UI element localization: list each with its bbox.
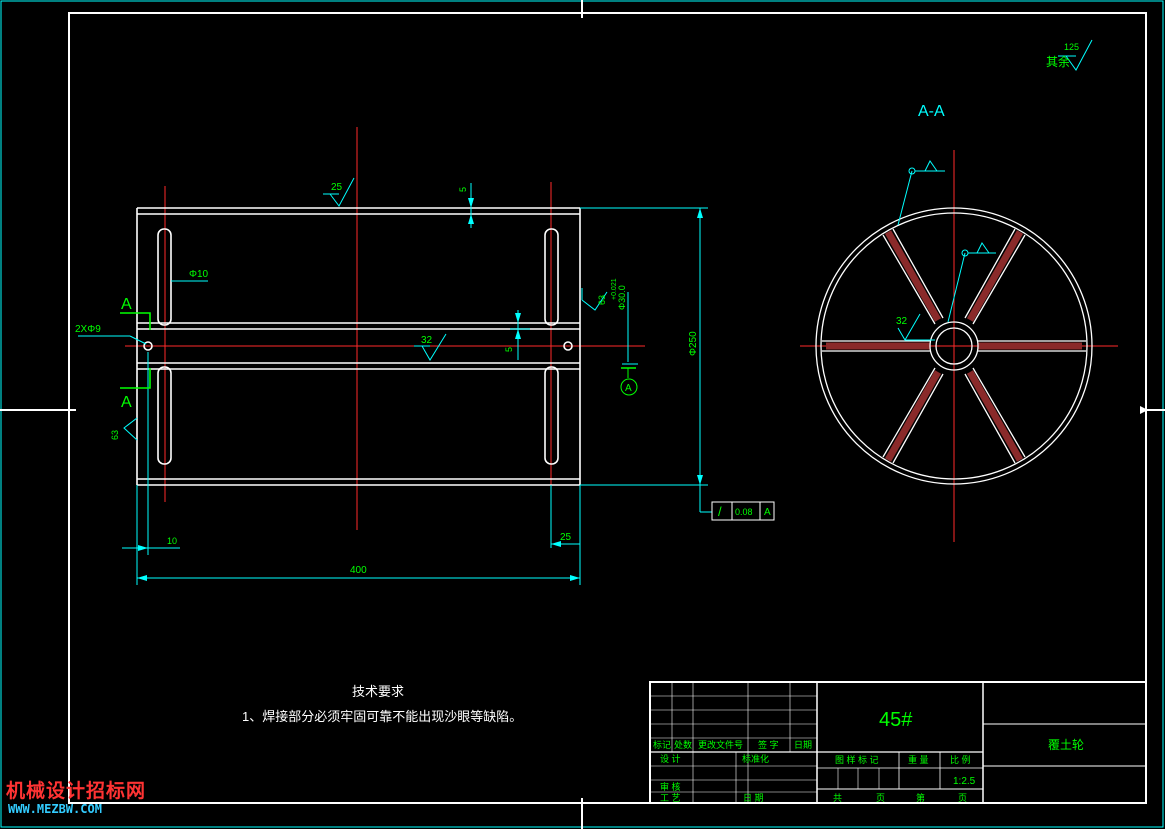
dim-left-offset-label: 10 [167,536,177,546]
spoke-fills [826,230,1082,462]
datum-marker [620,367,638,396]
dim-shaft-label: Φ10 [189,269,209,280]
drawing-labels: A-A 其余 125 25 32 63 63 32 5 Φ10 +0.021 Φ… [75,42,1079,576]
datum-label: A [625,383,632,394]
watermark-site: 机械设计招标网 [6,780,147,802]
tech-note: 1、焊接部分必须牢固可靠不能出现沙眼等缺陷。 [242,709,522,724]
circularity-symbol: / [718,504,722,519]
tech-heading: 技术要求 [352,684,404,699]
dim-diameter-label: Φ250 [688,331,699,356]
section-mark-bottom: A [121,394,132,411]
surface-other-label: 其余 [1046,54,1070,69]
row-date: 日 期 [743,793,764,803]
dim-right-offset-label: 25 [560,532,572,543]
dim-length-label: 400 [350,565,367,576]
section-cut-marks [120,312,151,389]
roughness-section-value: 32 [896,316,908,327]
tolerance-frame [711,501,775,521]
header-count: 处数 [674,739,692,750]
header-sign: 签 字 [758,739,779,750]
row-design: 设 计 [660,753,681,764]
footer-total: 共 [833,793,842,803]
material-label: 45# [879,709,913,731]
row-check: 审 核 [660,781,681,792]
scale-value: 1:2.5 [953,776,976,787]
technical-requirements: 技术要求 1、焊接部分必须牢固可靠不能出现沙眼等缺陷。 [242,684,522,724]
section-title: A-A [918,103,945,120]
dimension-arrows [137,198,703,581]
circularity-datum: A [764,507,771,518]
centerlines [125,127,645,530]
header-weight: 重 量 [908,754,929,765]
wheel-outline [815,207,1093,485]
dim-holes-label: 2XΦ9 [75,324,101,335]
section-mark-top: A [121,296,132,313]
header-scale: 比 例 [950,754,971,765]
dim-bore-tolerance: +0.021 [611,278,618,300]
section-view [800,150,1118,542]
dimension-lines [78,183,712,585]
header-stage: 图 样 标 记 [835,754,879,765]
circularity-value: 0.08 [735,507,753,517]
roughness-right-value: 63 [597,295,607,305]
front-view [78,39,1093,585]
watermark-url: WWW.MEZBW.COM [8,802,102,816]
surface-other-value: 125 [1064,42,1079,52]
footer-page: 页 [876,793,885,803]
dim-wall-label: 5 [458,187,468,192]
part-name-label: 覆土轮 [1048,738,1084,752]
weld-leaders [897,160,996,341]
row-standard: 标准化 [742,753,769,764]
dim-collar-label: 5 [504,347,514,352]
header-date: 日期 [794,740,812,750]
drum-outline [136,207,581,486]
roughness-symbols [123,39,1093,441]
row-process: 工 艺 [660,793,681,803]
roughness-top-value: 25 [331,182,343,193]
footer-page-2: 页 [958,793,967,803]
header-doc: 更改文件号 [698,739,743,750]
roughness-middle-value: 32 [421,335,433,346]
dim-bore-label: Φ30.0 [617,285,627,310]
roughness-left-value: 63 [110,430,120,440]
title-block: 45# 覆土轮 标记 处数 更改文件号 签 字 日期 设 计 标准化 审 核 工… [649,681,1147,804]
header-mark: 标记 [653,739,671,750]
footer-no: 第 [916,792,925,803]
